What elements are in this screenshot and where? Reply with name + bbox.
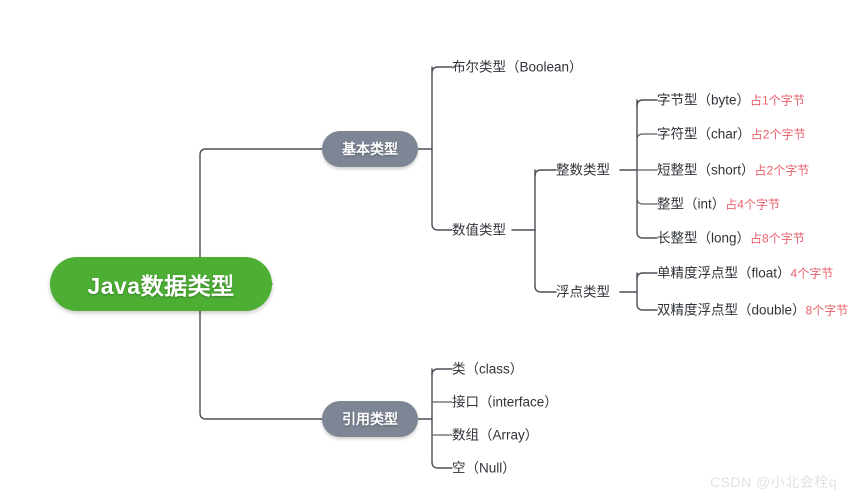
leaf-float-note: 4个字节 xyxy=(790,266,834,281)
node-basic-types-label: 基本类型 xyxy=(342,141,398,157)
leaf-array-cn: 数组 xyxy=(452,427,479,443)
leaf-int-cn: 整型 xyxy=(657,196,684,212)
leaf-boolean[interactable]: 布尔类型（Boolean） xyxy=(452,60,583,74)
leaf-interface[interactable]: 接口（interface） xyxy=(452,395,558,409)
leaf-char-cn: 字符型 xyxy=(657,126,698,142)
leaf-long-note: 占8个字节 xyxy=(750,231,805,246)
leaf-long-en: （long） xyxy=(697,230,751,246)
node-float-types-label: 浮点类型 xyxy=(556,284,610,300)
leaf-byte-note: 占1个字节 xyxy=(750,93,805,108)
watermark: CSDN @小北会栓q xyxy=(709,474,837,490)
leaf-short[interactable]: 短整型（short）占2个字节 xyxy=(657,163,809,177)
node-integer-types[interactable]: 整数类型 xyxy=(556,163,610,177)
leaf-long[interactable]: 长整型（long）占8个字节 xyxy=(657,231,805,245)
node-reference-types-label: 引用类型 xyxy=(342,411,398,427)
leaf-float[interactable]: 单精度浮点型（float）4个字节 xyxy=(657,266,833,280)
node-numeric-types-label: 数值类型 xyxy=(452,222,506,238)
leaf-int-en: （int） xyxy=(684,196,726,212)
leaf-interface-en: （interface） xyxy=(479,394,558,410)
leaf-int[interactable]: 整型（int）占4个字节 xyxy=(657,197,780,211)
leaf-short-cn: 短整型 xyxy=(657,162,698,178)
leaf-float-en: （float） xyxy=(738,265,791,281)
leaf-int-note: 占4个字节 xyxy=(725,197,780,212)
leaf-char[interactable]: 字符型（char）占2个字节 xyxy=(657,127,805,141)
leaf-char-note: 占2个字节 xyxy=(750,127,806,142)
leaf-interface-cn: 接口 xyxy=(452,394,479,410)
root-node[interactable]: Java数据类型 xyxy=(50,257,272,311)
node-float-types[interactable]: 浮点类型 xyxy=(556,285,610,299)
node-reference-types[interactable]: 引用类型 xyxy=(322,401,418,437)
leaf-class[interactable]: 类（class） xyxy=(452,362,523,376)
node-basic-types[interactable]: 基本类型 xyxy=(322,131,418,167)
leaf-boolean-cn: 布尔类型 xyxy=(452,59,506,75)
leaf-double-en: （double） xyxy=(738,302,806,318)
leaf-short-note: 占2个字节 xyxy=(754,163,810,178)
leaf-null-cn: 空 xyxy=(452,460,466,476)
leaf-class-cn: 类 xyxy=(452,361,466,377)
node-integer-types-label: 整数类型 xyxy=(556,162,610,178)
leaf-long-cn: 长整型 xyxy=(657,230,698,246)
node-numeric-types[interactable]: 数值类型 xyxy=(452,223,506,237)
leaf-float-cn: 单精度浮点型 xyxy=(657,265,738,281)
leaf-byte[interactable]: 字节型（byte）占1个字节 xyxy=(657,93,805,107)
leaf-char-en: （char） xyxy=(697,126,751,142)
leaf-double-cn: 双精度浮点型 xyxy=(657,302,738,318)
leaf-byte-en: （byte） xyxy=(697,92,751,108)
leaf-double[interactable]: 双精度浮点型（double）8个字节 xyxy=(657,303,848,317)
leaf-null-en: （Null） xyxy=(465,460,516,476)
leaf-class-en: （class） xyxy=(465,361,524,377)
leaf-byte-cn: 字节型 xyxy=(657,92,698,108)
leaf-null[interactable]: 空（Null） xyxy=(452,461,516,475)
root-node-label: Java数据类型 xyxy=(87,273,235,299)
leaf-boolean-en: （Boolean） xyxy=(506,59,583,75)
leaf-short-en: （short） xyxy=(697,162,755,178)
leaf-array[interactable]: 数组（Array） xyxy=(452,428,538,442)
leaf-double-note: 8个字节 xyxy=(805,303,849,318)
leaf-array-en: （Array） xyxy=(479,427,539,443)
